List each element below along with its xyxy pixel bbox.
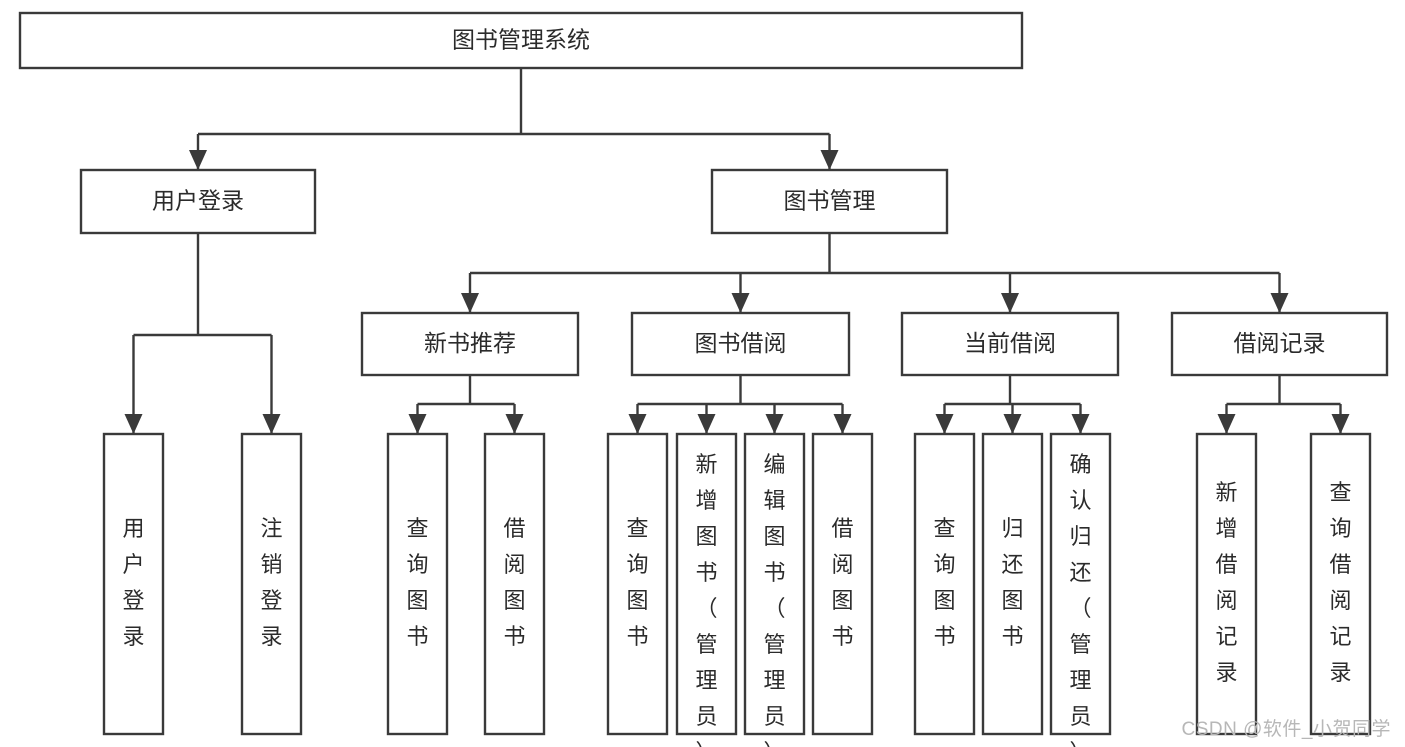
level3-node-borrow-record-box[interactable] xyxy=(1170,311,1389,377)
level3-node-new-book-recommend[interactable]: 新书推荐 xyxy=(360,311,580,377)
leaf-node-leaf-return-book[interactable]: 归还图书 xyxy=(981,432,1044,736)
book-manage-arrow-2 xyxy=(1001,293,1019,313)
level3-node-new-book-recommend-box[interactable] xyxy=(360,311,580,377)
leaf-node-leaf-borrow-book-label: 借阅图书 xyxy=(831,516,853,649)
current-borrow-arrow-2 xyxy=(1071,414,1090,434)
level3-node-new-book-recommend-label: 新书推荐 xyxy=(424,330,516,356)
book-borrow-arrow-0 xyxy=(628,414,647,434)
leaf-node-leaf-query-book-borrow-box[interactable] xyxy=(606,432,669,736)
level3-node-current-borrow[interactable]: 当前借阅 xyxy=(900,311,1120,377)
root-node[interactable]: 图书管理系统 xyxy=(18,11,1024,70)
leaf-node-leaf-query-book-borrow-label: 查询图书 xyxy=(626,516,648,649)
leaf-node-leaf-add-book-admin[interactable]: 新增图书（管理员） xyxy=(675,432,738,747)
borrow-record-arrow-0 xyxy=(1217,414,1236,434)
leaf-node-leaf-return-book-label: 归还图书 xyxy=(1001,516,1023,649)
level2-node-book-manage[interactable]: 图书管理 xyxy=(710,168,949,235)
book-manage-arrow-3 xyxy=(1270,293,1289,313)
leaf-node-leaf-query-book-recommend[interactable]: 查询图书 xyxy=(386,432,449,736)
level3-node-borrow-record-label: 借阅记录 xyxy=(1234,330,1326,356)
leaf-node-leaf-add-book-admin-label: 新增图书（管理员） xyxy=(695,452,717,747)
leaf-node-leaf-user-logout[interactable]: 注销登录 xyxy=(240,432,303,736)
leaf-node-leaf-add-borrow-record[interactable]: 新增借阅记录 xyxy=(1195,432,1258,736)
leaf-node-leaf-confirm-return-admin[interactable]: 确认归还（管理员） xyxy=(1049,432,1112,747)
book-borrow-arrow-1 xyxy=(697,414,716,434)
leaf-node-leaf-user-logout-label: 注销登录 xyxy=(260,516,282,649)
new-book-recommend-arrow-0 xyxy=(408,414,427,434)
watermark-label: CSDN @软件_小贺同学 xyxy=(1181,719,1391,740)
leaf-node-leaf-query-book-recommend-box[interactable] xyxy=(386,432,449,736)
level3-node-borrow-record[interactable]: 借阅记录 xyxy=(1170,311,1389,377)
leaf-node-leaf-edit-book-admin-box[interactable] xyxy=(743,432,806,736)
root-node-box[interactable] xyxy=(18,11,1024,70)
user-login-arrow-0 xyxy=(124,414,143,434)
root-arrow-0 xyxy=(189,150,207,170)
book-manage-arrow-0 xyxy=(461,293,479,313)
leaf-node-leaf-user-login-label: 用户登录 xyxy=(122,516,144,649)
leaf-node-leaf-edit-book-admin-label: 编辑图书（管理员） xyxy=(763,452,785,747)
leaf-node-leaf-borrow-book-recommend-box[interactable] xyxy=(483,432,546,736)
leaf-node-leaf-user-login[interactable]: 用户登录 xyxy=(102,432,165,736)
level2-node-book-manage-box[interactable] xyxy=(710,168,949,235)
leaf-node-leaf-query-book-current-label: 查询图书 xyxy=(933,516,955,649)
level3-node-book-borrow-label: 图书借阅 xyxy=(695,330,787,356)
level3-node-book-borrow[interactable]: 图书借阅 xyxy=(630,311,851,377)
leaf-node-leaf-query-book-recommend-label: 查询图书 xyxy=(406,516,428,649)
user-login-arrow-1 xyxy=(262,414,281,434)
level2-node-user-login-box[interactable] xyxy=(79,168,317,235)
level3-node-current-borrow-box[interactable] xyxy=(900,311,1120,377)
root-node-label: 图书管理系统 xyxy=(452,27,590,53)
book-manage-arrow-1 xyxy=(731,293,750,313)
level2-node-user-login-label: 用户登录 xyxy=(152,188,244,214)
level2-node-book-manage-label: 图书管理 xyxy=(784,188,876,214)
leaf-node-leaf-confirm-return-admin-label: 确认归还（管理员） xyxy=(1069,452,1091,747)
leaf-node-leaf-borrow-book-recommend[interactable]: 借阅图书 xyxy=(483,432,546,736)
current-borrow-arrow-1 xyxy=(1003,414,1022,434)
leaf-node-leaf-edit-book-admin[interactable]: 编辑图书（管理员） xyxy=(743,432,806,747)
level3-node-book-borrow-box[interactable] xyxy=(630,311,851,377)
level2-node-user-login[interactable]: 用户登录 xyxy=(79,168,317,235)
leaf-node-leaf-query-borrow-record-box[interactable] xyxy=(1309,432,1372,736)
leaf-node-leaf-user-logout-box[interactable] xyxy=(240,432,303,736)
book-borrow-arrow-3 xyxy=(833,414,852,434)
new-book-recommend-arrow-1 xyxy=(505,414,524,434)
leaf-node-leaf-add-borrow-record-box[interactable] xyxy=(1195,432,1258,736)
connector-layer xyxy=(124,68,1350,434)
book-borrow-arrow-2 xyxy=(765,414,784,434)
leaf-node-leaf-borrow-book[interactable]: 借阅图书 xyxy=(811,432,874,736)
current-borrow-arrow-0 xyxy=(935,414,954,434)
leaf-node-leaf-query-book-current[interactable]: 查询图书 xyxy=(913,432,976,736)
leaf-node-leaf-add-book-admin-box[interactable] xyxy=(675,432,738,736)
leaf-node-leaf-borrow-book-box[interactable] xyxy=(811,432,874,736)
node-layer: 图书管理系统用户登录图书管理新书推荐图书借阅当前借阅借阅记录用户登录注销登录查询… xyxy=(18,11,1389,747)
leaf-node-leaf-confirm-return-admin-box[interactable] xyxy=(1049,432,1112,736)
leaf-node-leaf-query-borrow-record-label: 查询借阅记录 xyxy=(1329,480,1351,685)
leaf-node-leaf-borrow-book-recommend-label: 借阅图书 xyxy=(503,516,525,649)
leaf-node-leaf-add-borrow-record-label: 新增借阅记录 xyxy=(1215,480,1237,685)
root-arrow-1 xyxy=(820,150,839,170)
leaf-node-leaf-return-book-box[interactable] xyxy=(981,432,1044,736)
leaf-node-leaf-query-book-current-box[interactable] xyxy=(913,432,976,736)
leaf-node-leaf-query-book-borrow[interactable]: 查询图书 xyxy=(606,432,669,736)
borrow-record-arrow-1 xyxy=(1331,414,1350,434)
leaf-node-leaf-user-login-box[interactable] xyxy=(102,432,165,736)
leaf-node-leaf-query-borrow-record[interactable]: 查询借阅记录 xyxy=(1309,432,1372,736)
level3-node-current-borrow-label: 当前借阅 xyxy=(964,330,1056,356)
